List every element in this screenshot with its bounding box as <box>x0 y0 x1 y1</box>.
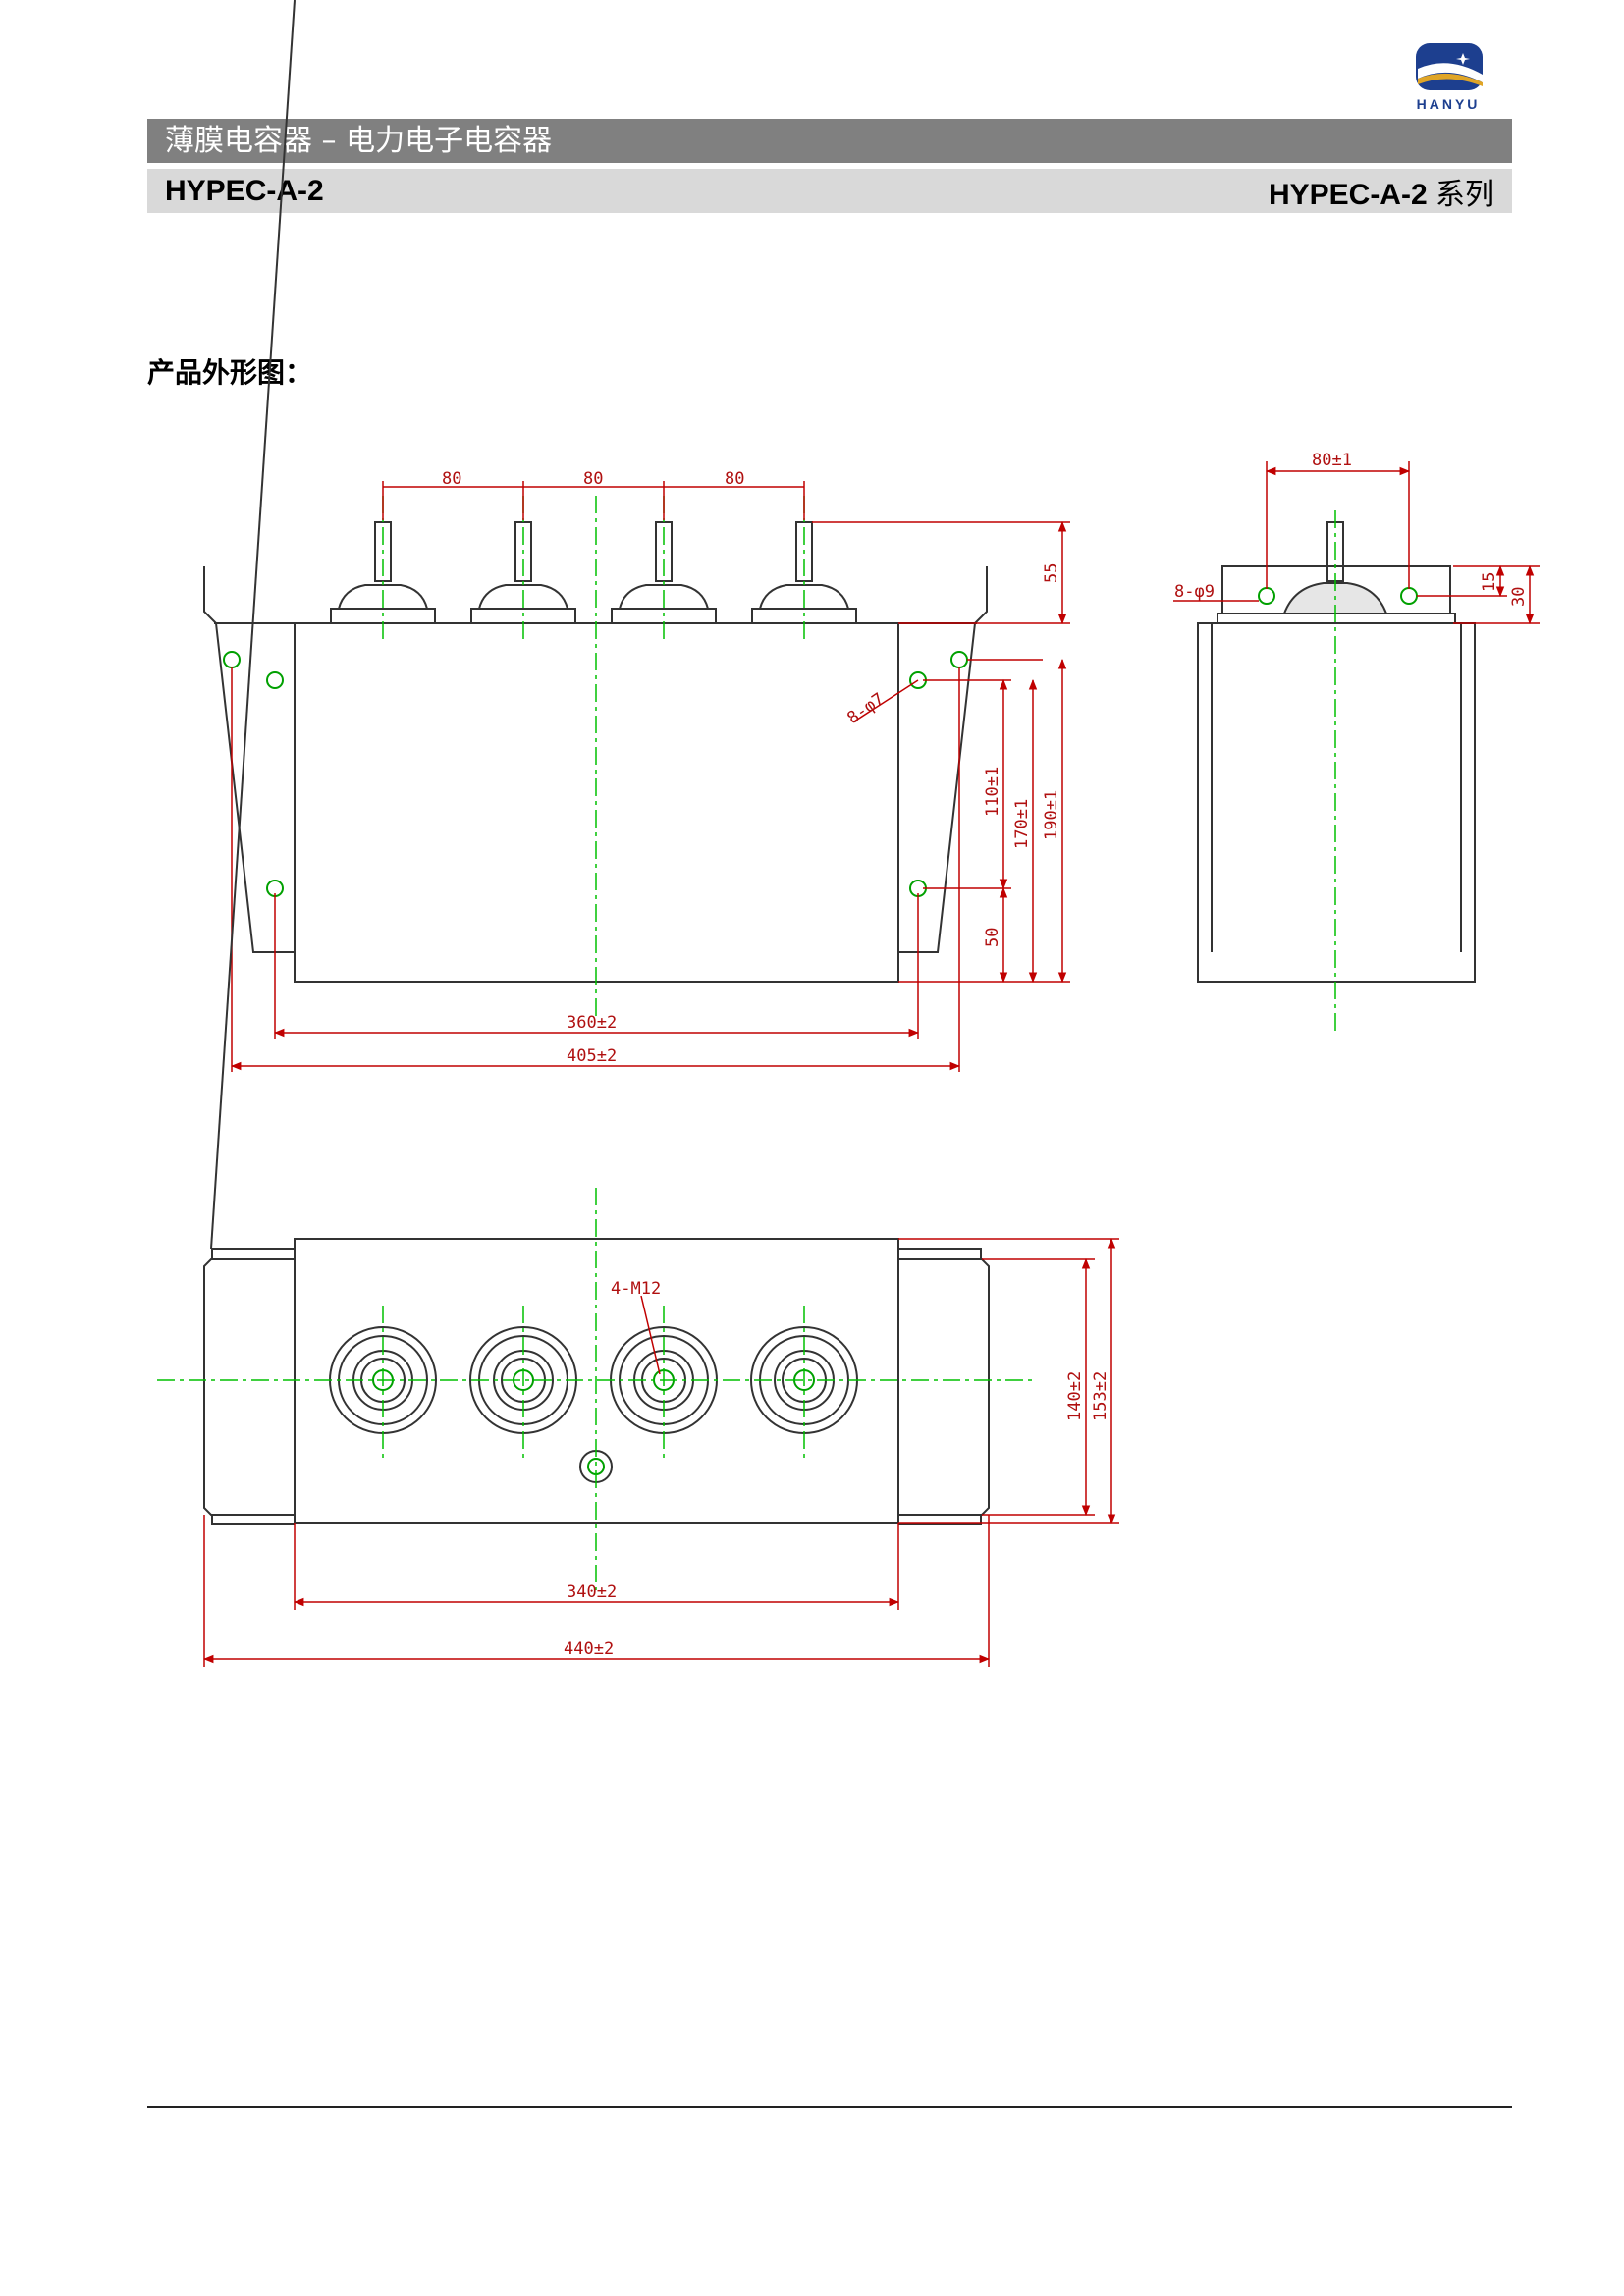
logo-text: HANYU <box>1416 96 1481 112</box>
front-dim-170: 170±1 <box>1012 799 1032 849</box>
side-body <box>1197 622 1476 983</box>
page-title: 薄膜电容器 – 电力电子电容器 <box>165 124 553 158</box>
front-dimensions <box>230 481 1070 1072</box>
page-title-bar: 薄膜电容器 – 电力电子电容器 <box>147 119 1512 163</box>
top-left-bracket <box>203 1258 295 1516</box>
side-dim-30: 30 <box>1509 587 1529 607</box>
model-right-group: HYPEC-A-2 系列 <box>1269 170 1494 213</box>
top-dimensions <box>202 1237 1119 1667</box>
side-dimensions <box>1173 461 1540 625</box>
front-dim-360: 360±2 <box>567 1013 617 1033</box>
top-dim-340: 340±2 <box>567 1582 617 1602</box>
front-pitch-1: 80 <box>442 469 461 489</box>
side-dim-15: 15 <box>1480 572 1499 592</box>
front-terminal-height: 55 <box>1042 563 1061 583</box>
model-series-suffix: 系列 <box>1435 177 1494 212</box>
top-centerlines <box>157 1188 1036 1590</box>
front-dim-405: 405±2 <box>567 1046 617 1066</box>
front-terminal-1 <box>330 521 436 624</box>
top-terminal-label: 4-M12 <box>611 1279 661 1299</box>
side-view <box>1197 521 1476 983</box>
top-dim-440: 440±2 <box>564 1639 614 1659</box>
top-dim-153: 153±2 <box>1091 1371 1110 1421</box>
section-label: 产品外形图： <box>147 356 313 389</box>
front-dim-190: 190±1 <box>1042 790 1061 840</box>
model-bar: HYPEC-A-2 HYPEC-A-2 系列 <box>147 169 1512 213</box>
top-right-bracket <box>898 1258 990 1516</box>
side-hole-label: 8-φ9 <box>1174 582 1215 602</box>
footer-rule <box>147 2106 1512 2108</box>
front-dim-50: 50 <box>983 928 1002 947</box>
front-pitch-3: 80 <box>725 469 744 489</box>
model-left: HYPEC-A-2 <box>165 174 324 207</box>
hanyu-logo-icon <box>1416 43 1483 90</box>
model-right: HYPEC-A-2 <box>1268 178 1428 211</box>
front-dim-110: 110±1 <box>983 767 1002 817</box>
top-dim-140: 140±2 <box>1065 1371 1085 1421</box>
front-pitch-2: 80 <box>583 469 603 489</box>
side-top-width: 80±1 <box>1312 451 1352 470</box>
